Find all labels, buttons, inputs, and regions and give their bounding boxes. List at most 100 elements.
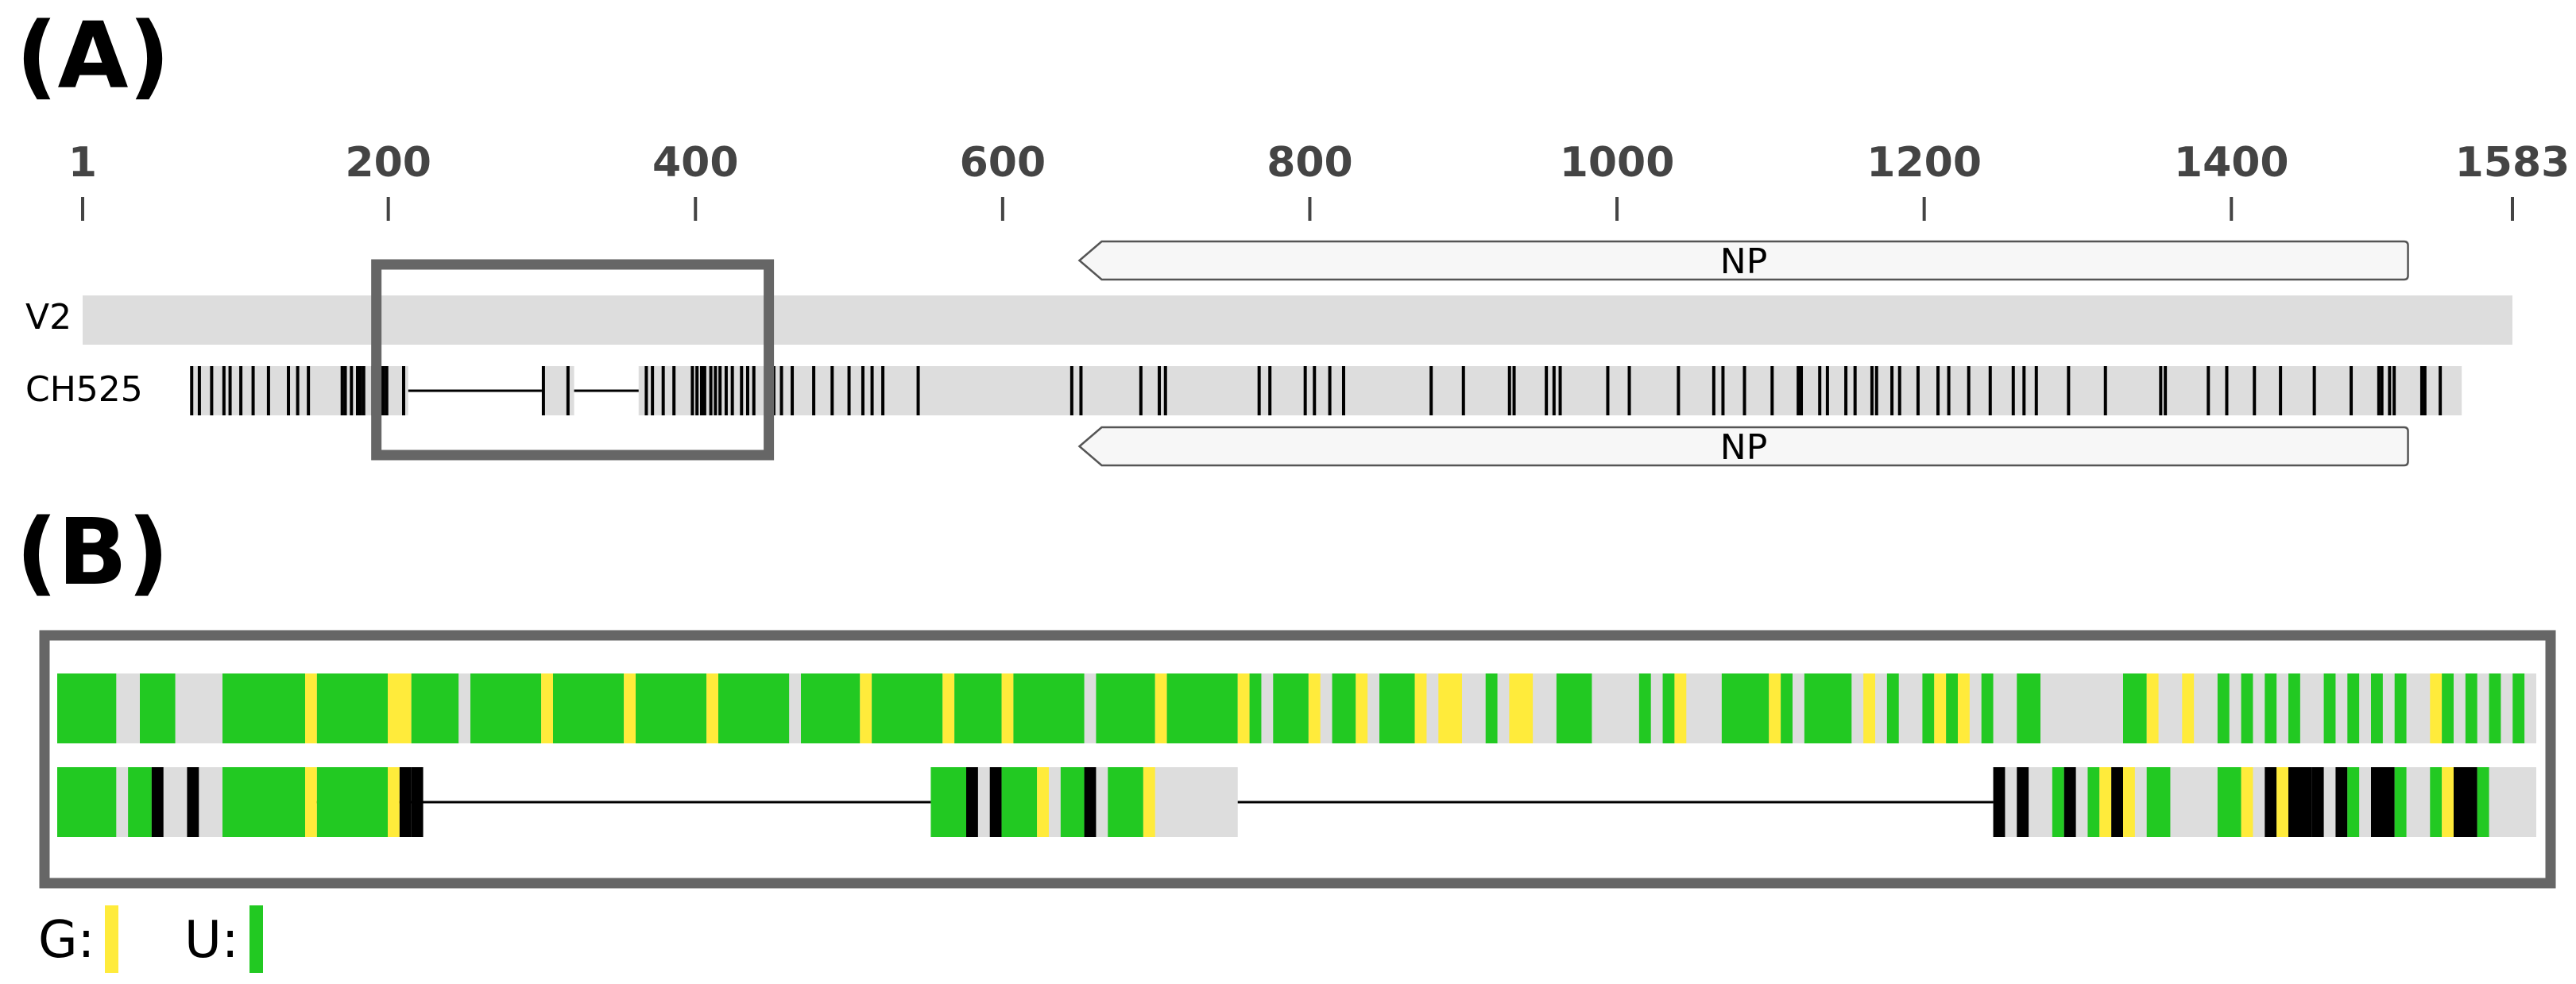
u-segment xyxy=(2288,673,2300,743)
u-segment xyxy=(2146,767,2171,837)
gene-arrow-np xyxy=(1077,426,2409,467)
g-segment xyxy=(2099,767,2112,837)
mutation-mark xyxy=(672,366,676,415)
mutation-mark xyxy=(1313,366,1317,415)
mutation-mark xyxy=(2419,366,2423,415)
g-segment xyxy=(1037,767,1049,837)
u-segment xyxy=(222,767,305,837)
mutation-mark xyxy=(752,366,756,415)
mutation-mark xyxy=(1947,366,1951,415)
mutation-mark xyxy=(2011,366,2015,415)
gene-label: NP xyxy=(1720,241,1767,282)
mutation-mark xyxy=(916,366,920,415)
g-segment xyxy=(1143,767,1155,837)
axis-tick-label: 1200 xyxy=(1866,139,1982,187)
mutation-mark xyxy=(1870,366,1874,415)
panel-a-tracks: V2 CH525 xyxy=(25,295,2512,415)
u-segment xyxy=(1638,673,1651,743)
mutation-mark xyxy=(830,366,834,415)
mutation-mark xyxy=(2380,366,2384,415)
u-segment xyxy=(1273,673,1309,743)
g-segment xyxy=(1356,673,1368,743)
u-segment xyxy=(801,673,861,743)
mutation-mark xyxy=(1163,366,1167,415)
mutation-mark xyxy=(1139,366,1143,415)
u-segment xyxy=(1946,673,1958,743)
mutation-mark xyxy=(1303,366,1307,415)
mutation-mark xyxy=(187,767,199,837)
u-segment xyxy=(2430,767,2443,837)
legend-g-label: G: xyxy=(38,911,95,970)
mutation-mark xyxy=(690,366,694,415)
mutation-mark xyxy=(989,767,1002,837)
mutation-mark xyxy=(2265,767,2277,837)
panel-a-label: (A) xyxy=(16,3,170,110)
track-label-ch525: CH525 xyxy=(25,369,143,410)
u-segment xyxy=(140,673,176,743)
u-segment xyxy=(1804,673,1852,743)
g-segment xyxy=(1958,673,1970,743)
mutation-mark xyxy=(1818,366,1822,415)
mutation-mark xyxy=(1936,366,1940,415)
mutation-mark xyxy=(190,366,194,415)
g-segment xyxy=(624,673,636,743)
mutation-mark xyxy=(709,366,713,415)
u-segment xyxy=(2347,767,2360,837)
gene-annotations: NP NP xyxy=(1077,240,2409,468)
u-segment xyxy=(2489,673,2501,743)
mutation-mark xyxy=(2279,366,2283,415)
u-segment xyxy=(718,673,790,743)
u-segment xyxy=(2442,673,2454,743)
mutation-mark xyxy=(2377,366,2381,415)
gene-label: NP xyxy=(1720,427,1767,468)
u-segment xyxy=(316,673,388,743)
u-segment xyxy=(1981,673,1994,743)
mutation-mark xyxy=(714,366,717,415)
panel-b-tracks xyxy=(57,673,2536,837)
mutation-mark xyxy=(251,366,255,415)
mutation-mark xyxy=(1084,767,1097,837)
mutation-mark xyxy=(266,366,270,415)
legend-u-label: U: xyxy=(184,911,238,970)
u-segment xyxy=(2087,767,2100,837)
mutation-mark xyxy=(2034,366,2038,415)
g-segment xyxy=(1308,673,1321,743)
mutation-mark xyxy=(1874,366,1878,415)
u-segment xyxy=(2477,767,2489,837)
mutation-mark xyxy=(1825,366,1829,415)
mutation-mark xyxy=(1988,366,1992,415)
g-segment xyxy=(2241,767,2253,837)
g-segment xyxy=(305,673,317,743)
mutation-mark xyxy=(399,767,412,837)
g-segment xyxy=(2430,673,2443,743)
mutation-mark xyxy=(358,366,362,415)
mutation-mark xyxy=(2253,366,2257,415)
axis-tick-label: 200 xyxy=(345,139,431,187)
g-segment xyxy=(388,673,412,743)
mutation-mark xyxy=(2067,366,2071,415)
mutation-mark xyxy=(881,366,885,415)
mutation-mark xyxy=(1770,366,1774,415)
axis-tick-label: 400 xyxy=(652,139,739,187)
mutation-mark xyxy=(1507,366,1511,415)
g-segment xyxy=(860,673,872,743)
u-segment xyxy=(1108,767,1143,837)
mutation-mark xyxy=(287,366,291,415)
mutation-mark xyxy=(779,366,783,415)
mutation-mark xyxy=(1158,366,1162,415)
mutation-mark xyxy=(2350,366,2354,415)
mutation-mark xyxy=(343,366,347,415)
u-segment xyxy=(1379,673,1415,743)
g-segment xyxy=(1414,673,1427,743)
axis-tick-label: 800 xyxy=(1267,139,1353,187)
mutation-mark xyxy=(307,366,311,415)
mutation-mark xyxy=(2423,366,2427,415)
mutation-mark xyxy=(362,366,366,415)
mutation-mark xyxy=(2371,767,2395,837)
mutation-mark xyxy=(1721,366,1725,415)
u-segment xyxy=(1001,767,1038,837)
mutation-mark xyxy=(1429,366,1433,415)
mutation-mark xyxy=(296,366,300,415)
u-segment xyxy=(954,673,1002,743)
